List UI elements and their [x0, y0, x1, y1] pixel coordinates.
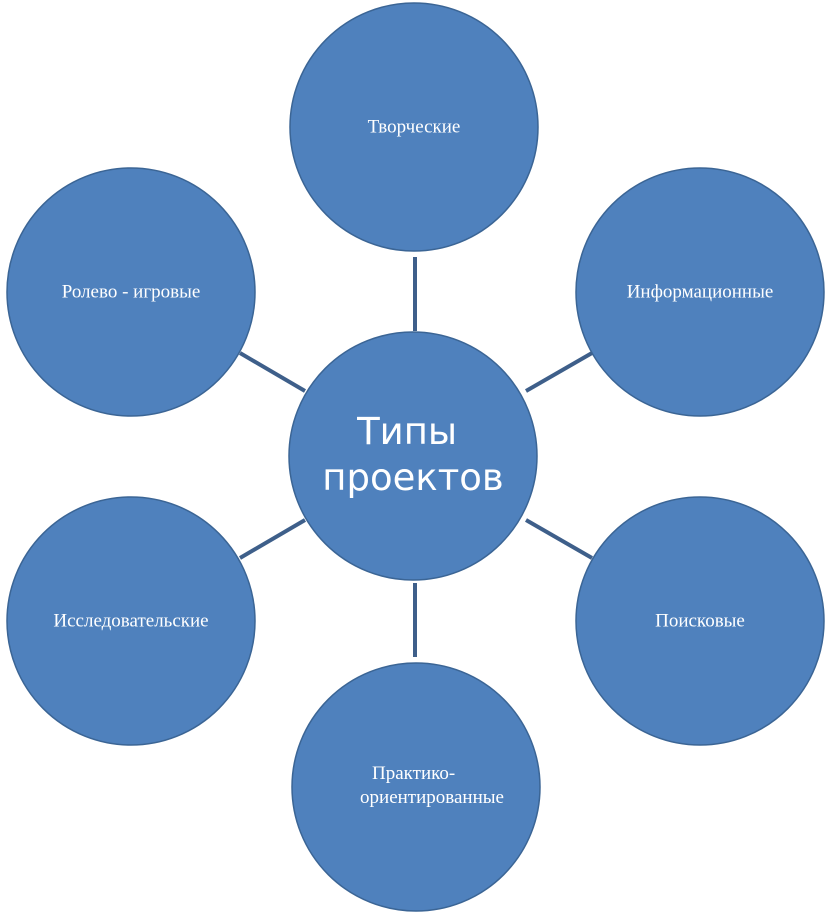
node-poiskovye-circle	[575, 496, 825, 746]
node-tvorcheskie: Творческие	[289, 2, 539, 252]
connector-issledovatelskie	[238, 518, 307, 560]
node-issledovatelskie: Исследовательские	[6, 496, 256, 746]
center-label-line-1: Типы	[356, 410, 457, 453]
node-informatsionnye-label: Информационные	[627, 281, 774, 302]
node-tvorcheskie-label: Творческие	[368, 116, 461, 137]
node-praktiko-label-line-1: Практико-	[372, 763, 455, 784]
node-issledovatelskie-label: Исследовательские	[53, 610, 208, 631]
node-rolevo: Ролево - игровые	[6, 167, 256, 417]
center-label: Типы проектов	[322, 410, 503, 499]
node-tvorcheskie-circle	[289, 2, 539, 252]
node-rolevo-circle	[6, 167, 256, 417]
node-poiskovye: Поисковые	[575, 496, 825, 746]
node-praktiko-circle	[291, 662, 541, 912]
node-rolevo-label: Ролево - игровые	[62, 281, 201, 302]
node-praktiko-label: Практико- ориентированные	[360, 763, 504, 808]
connector-informatsionnye	[525, 351, 593, 393]
center-node: Типы проектов	[288, 331, 538, 581]
node-praktiko-label-line-2: ориентированные	[360, 787, 504, 808]
center-label-line-2: проектов	[322, 456, 503, 499]
node-informatsionnye: Информационные	[575, 167, 825, 417]
node-poiskovye-label: Поисковые	[655, 610, 745, 631]
center-circle	[288, 331, 538, 581]
node-issledovatelskie-circle	[6, 496, 256, 746]
node-informatsionnye-circle	[575, 167, 825, 417]
connector-rolevo	[238, 351, 307, 393]
connector-poiskovye	[525, 518, 593, 560]
node-praktiko: Практико- ориентированные	[291, 662, 541, 912]
